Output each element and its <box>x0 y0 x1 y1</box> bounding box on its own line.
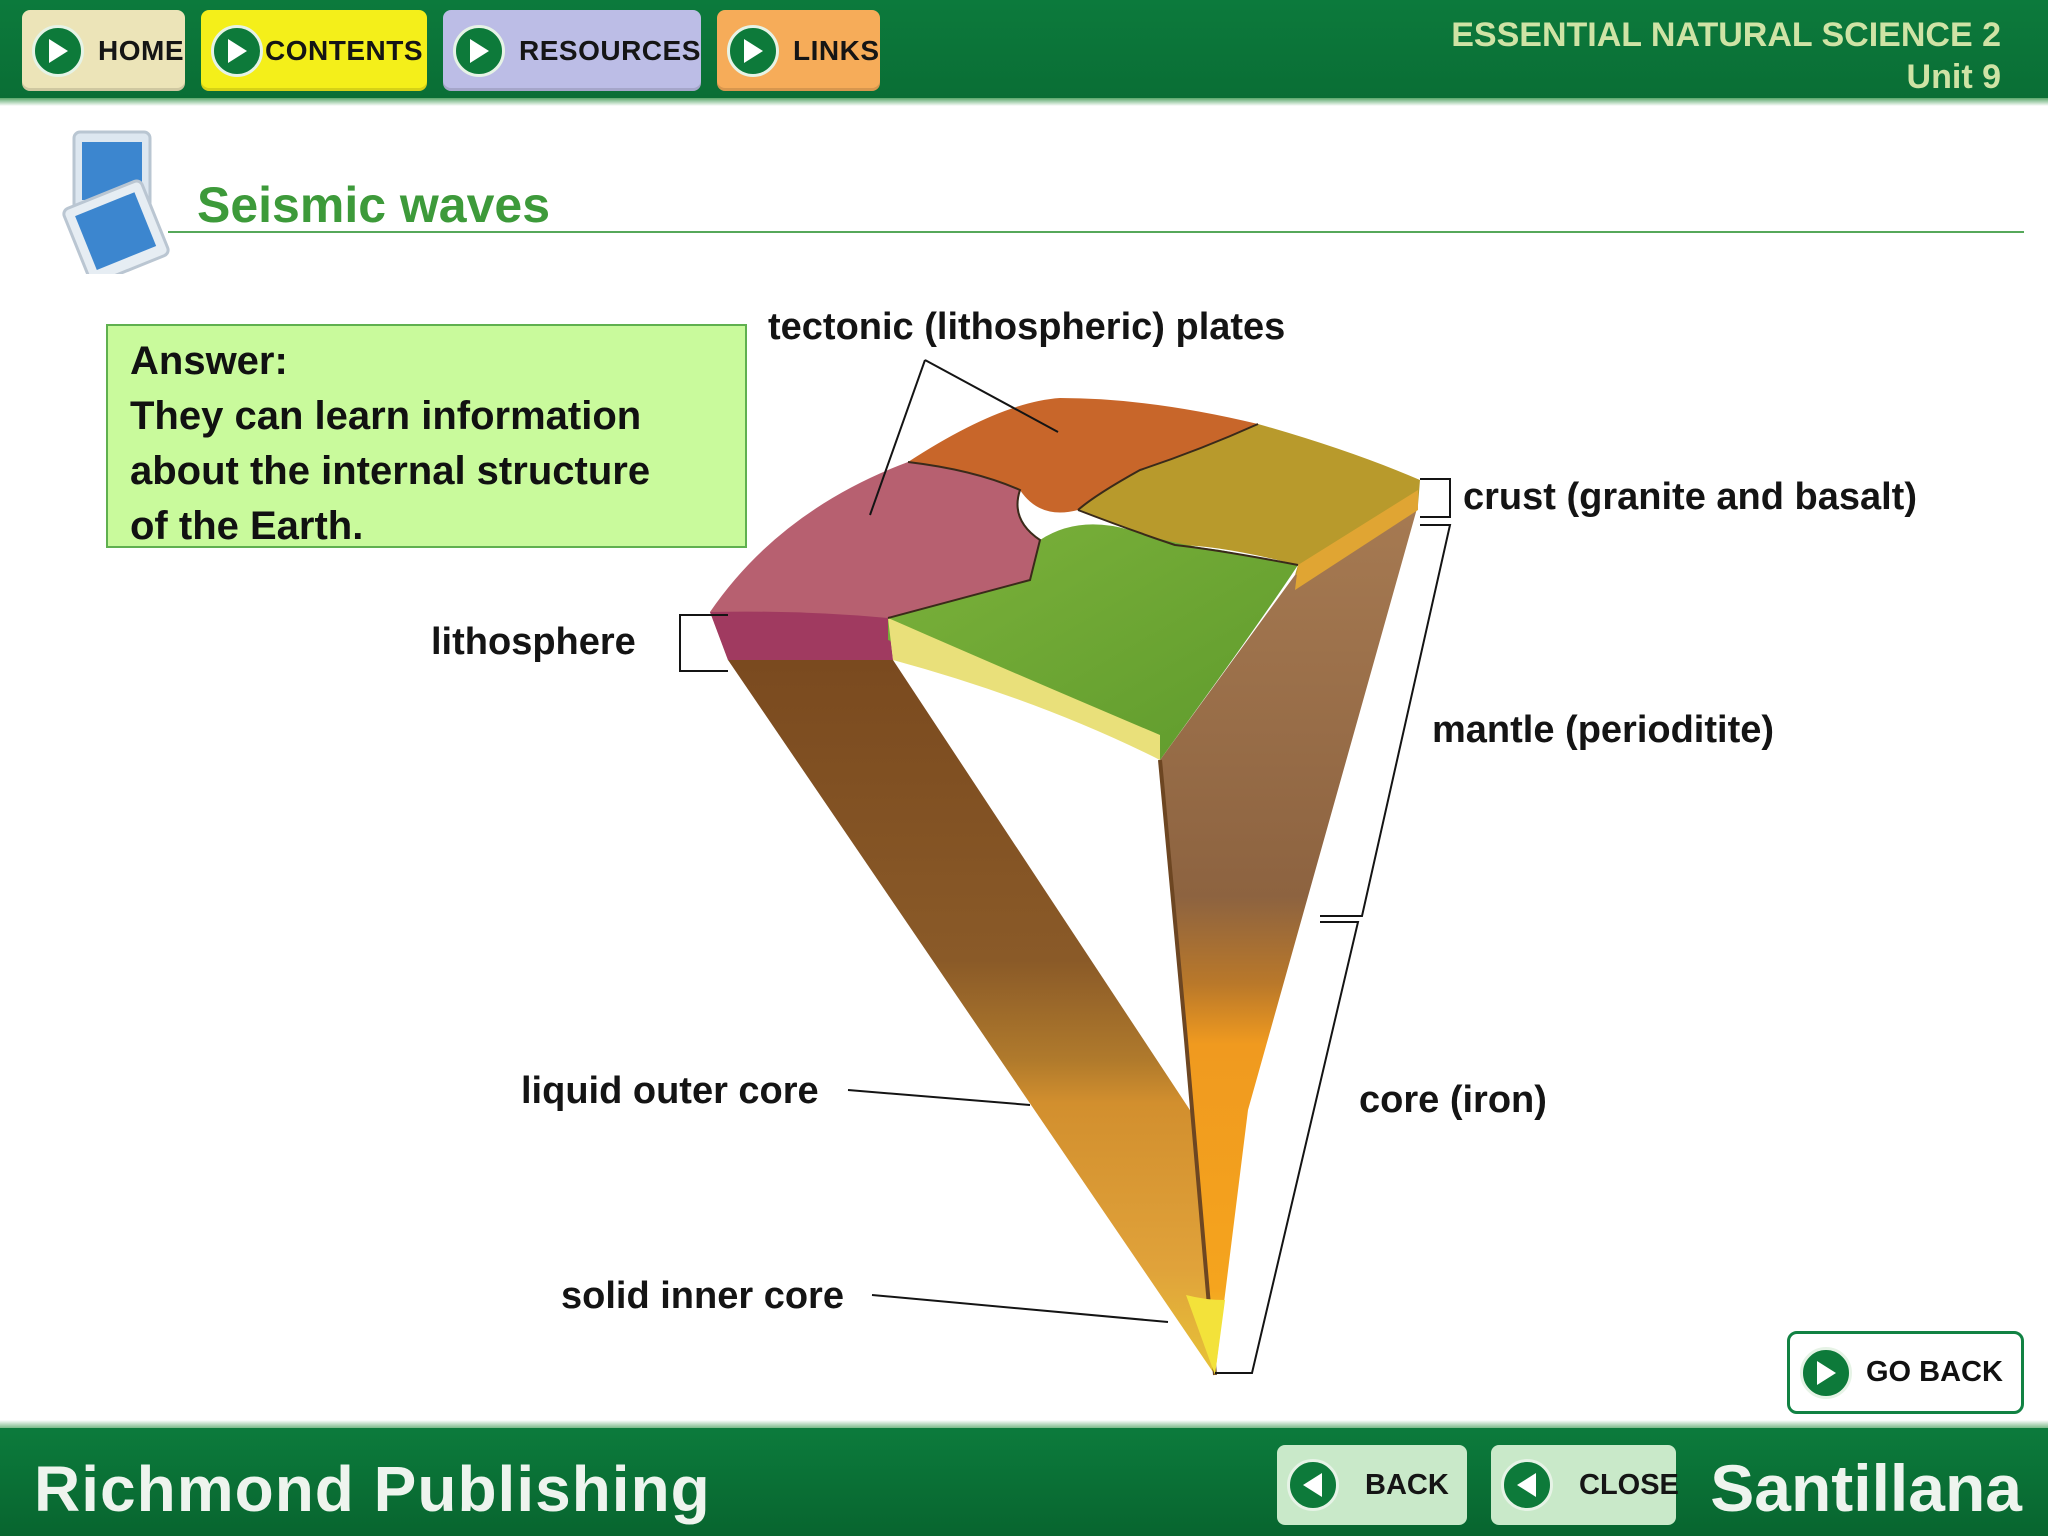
pink-plate <box>710 462 1040 660</box>
publisher-logo-text: Richmond Publishing <box>34 1453 711 1525</box>
play-arrow-icon <box>211 24 263 77</box>
play-arrow-icon <box>453 24 505 77</box>
home-button[interactable]: HOME <box>22 10 185 91</box>
green-plate <box>888 524 1298 760</box>
orange-plate <box>908 398 1258 513</box>
contents-button[interactable]: CONTENTS <box>201 10 427 91</box>
label-lithosphere: lithosphere <box>431 621 636 663</box>
pink-plate-edge <box>710 611 893 660</box>
answer-line: They can learn information <box>130 394 642 438</box>
answer-line: about the internal structure <box>130 449 651 493</box>
go-back-label: GO BACK <box>1866 1356 2003 1388</box>
label-core: core (iron) <box>1359 1079 1547 1121</box>
label-outer-core: liquid outer core <box>521 1070 819 1112</box>
answer-heading: Answer: <box>130 339 288 383</box>
label-crust: crust (granite and basalt) <box>1463 476 1917 518</box>
play-arrow-icon <box>727 24 779 77</box>
label-mantle: mantle (perioditite) <box>1432 709 1775 751</box>
back-arrow-icon <box>1287 1459 1339 1511</box>
answer-line: of the Earth. <box>130 504 364 548</box>
yellow-plate <box>1078 424 1420 575</box>
close-arrow-icon <box>1501 1459 1553 1511</box>
close-button[interactable]: CLOSE <box>1491 1445 1679 1525</box>
contents-button-label: CONTENTS <box>265 34 423 66</box>
right-cut-face <box>1160 505 1418 1375</box>
play-arrow-icon <box>32 24 84 77</box>
unit-label: Unit 9 <box>1906 58 2001 96</box>
label-tectonic-plates: tectonic (lithospheric) plates <box>768 306 1286 348</box>
green-plate-side <box>888 618 1160 760</box>
resources-button[interactable]: RESOURCES <box>443 10 701 91</box>
footer-divider <box>0 1420 2048 1430</box>
links-button[interactable]: LINKS <box>717 10 880 91</box>
footer-bar <box>0 1428 2048 1536</box>
answer-box: Answer: They can learn information about… <box>106 324 747 548</box>
inner-core-layer <box>1186 1295 1225 1375</box>
label-inner-core: solid inner core <box>561 1275 844 1317</box>
home-button-label: HOME <box>98 34 184 66</box>
page-title: Seismic waves <box>197 177 551 233</box>
go-back-button[interactable]: GO BACK <box>1787 1331 2024 1414</box>
back-button[interactable]: BACK <box>1277 1445 1467 1525</box>
crust-band-right <box>1295 490 1418 590</box>
course-title-block: ESSENTIAL NATURAL SCIENCE 2 Unit 9 <box>1451 14 2001 98</box>
resources-button-label: RESOURCES <box>519 34 701 66</box>
title-underline <box>168 231 2024 233</box>
links-button-label: LINKS <box>793 34 880 66</box>
course-title: ESSENTIAL NATURAL SCIENCE 2 <box>1451 16 2001 54</box>
screens-icon <box>62 130 170 274</box>
play-arrow-icon <box>1800 1346 1852 1399</box>
close-button-label: CLOSE <box>1579 1468 1679 1501</box>
santillana-logo-text: Santillana <box>1710 1451 2022 1525</box>
back-button-label: BACK <box>1365 1468 1449 1501</box>
inner-edge <box>1158 759 1217 1376</box>
header-divider <box>0 98 2048 106</box>
left-cut-face <box>728 660 1215 1375</box>
